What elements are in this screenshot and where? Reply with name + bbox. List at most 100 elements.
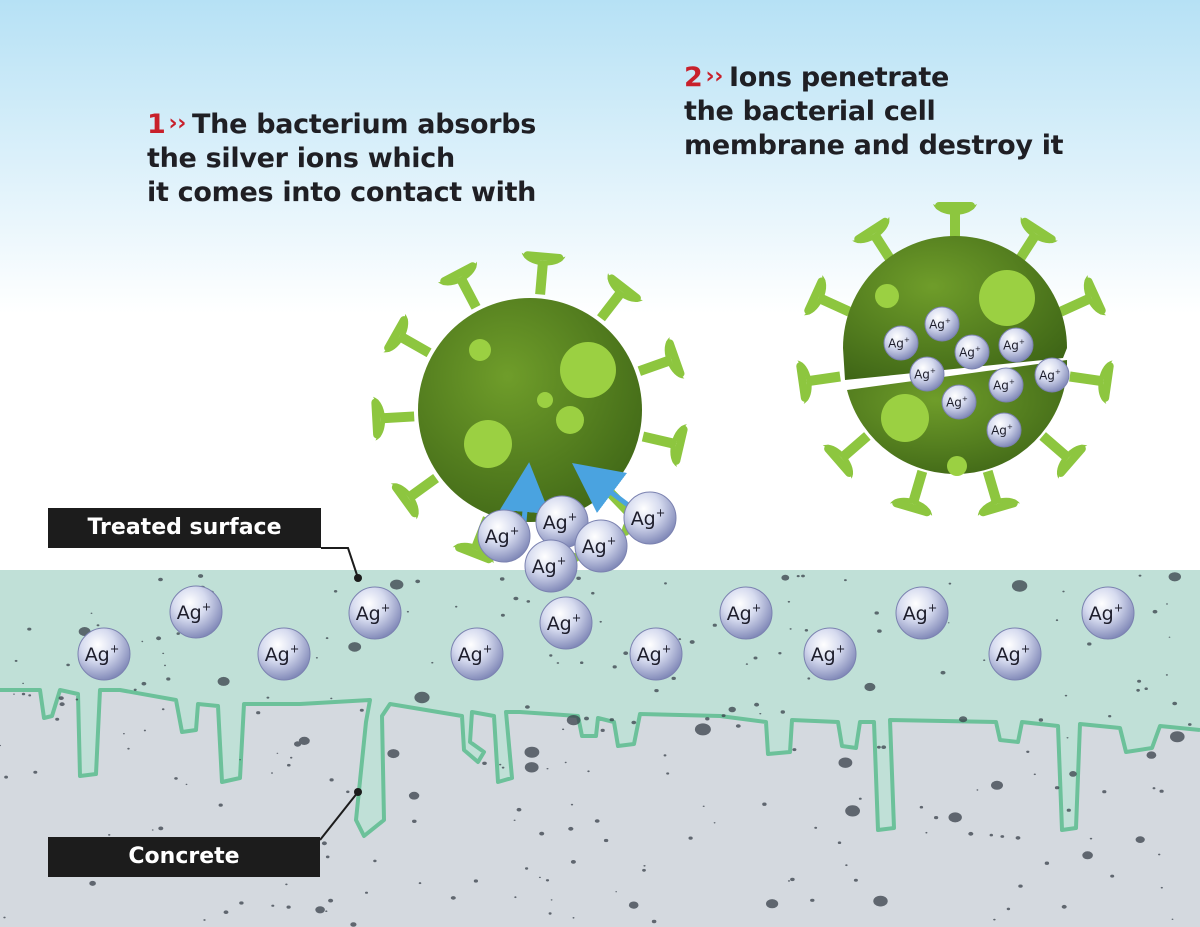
silver-ion: Ag+ (524, 539, 578, 593)
concrete-pore (948, 812, 962, 823)
silver-ion: Ag+ (998, 327, 1034, 363)
step-1-number: 1 (147, 109, 166, 140)
concrete-pore (702, 805, 705, 807)
concrete-pore (754, 702, 760, 707)
silver-ion: Ag+ (803, 627, 857, 681)
concrete-pore (329, 778, 334, 782)
bacterium-spot (537, 392, 553, 408)
step-1-text-line: The bacterium absorbs (192, 109, 537, 140)
concrete-pore (1015, 836, 1021, 840)
concrete-pore (787, 880, 791, 882)
silver-ion-label: Ag+ (177, 599, 212, 624)
concrete-pore (151, 829, 154, 831)
concrete-pore (1102, 790, 1107, 794)
concrete-pore (787, 600, 791, 603)
concrete-pore (600, 728, 605, 733)
concrete-pore (276, 752, 279, 754)
concrete-pore (550, 899, 553, 901)
concrete-pore (1062, 590, 1065, 593)
concrete-pore (694, 723, 711, 736)
concrete-pore (431, 661, 434, 664)
concrete-pore (1168, 636, 1171, 638)
step-2-text-line: Ions penetrate (729, 62, 949, 93)
silver-ion: Ag+ (257, 627, 311, 681)
concrete-pore (780, 710, 785, 714)
silver-ion: Ag+ (623, 491, 677, 545)
concrete-pore (185, 783, 188, 786)
concrete-pore (934, 816, 939, 820)
concrete-pore (239, 901, 244, 905)
silver-ion: Ag+ (1034, 357, 1070, 393)
concrete-pore (810, 898, 815, 902)
concrete-pore (141, 640, 144, 643)
concrete-pore (418, 882, 422, 885)
treated-surface-leader-dot (354, 574, 362, 582)
concrete-pore (412, 819, 417, 823)
concrete-pore (631, 720, 637, 725)
step-1-chevron-icon: ›› (168, 111, 187, 136)
concrete-pore (218, 803, 223, 807)
concrete-pore (1087, 642, 1092, 646)
silver-ion: Ag+ (77, 627, 131, 681)
bacterium-spot (979, 270, 1035, 326)
concrete-pore (792, 748, 797, 752)
concrete-pore (546, 768, 549, 770)
concrete-pore (161, 708, 165, 711)
concrete-pore (96, 624, 100, 627)
concrete-pore (373, 859, 377, 863)
silver-ion: Ag+ (477, 509, 531, 563)
concrete-pore (959, 716, 968, 723)
concrete-pore (947, 622, 950, 624)
concrete-pore (615, 891, 617, 893)
bacterium-spot (875, 284, 899, 308)
step-1-text-line: it comes into contact with (147, 177, 537, 208)
concrete-pore (223, 910, 229, 914)
concrete-pore (864, 682, 876, 692)
concrete-pore (1061, 904, 1067, 909)
concrete-pore (1168, 572, 1182, 582)
concrete-pore (705, 717, 710, 721)
concrete-pore (166, 677, 171, 681)
silver-ion: Ag+ (450, 627, 504, 681)
concrete-pore (1165, 674, 1168, 676)
concrete-pore (919, 805, 924, 809)
concrete-pore (789, 628, 792, 630)
concrete-pore (514, 896, 517, 899)
concrete-pore (539, 831, 545, 836)
concrete-pore (538, 876, 541, 879)
concrete-pore (1172, 701, 1178, 706)
concrete-pore (325, 855, 330, 859)
concrete-pore (570, 803, 574, 806)
concrete-pore (256, 711, 261, 715)
concrete-pore (482, 761, 487, 765)
concrete-pore (143, 729, 146, 732)
concrete-pore (1054, 786, 1060, 790)
concrete-pore (564, 761, 567, 764)
concrete-pore (350, 922, 357, 927)
concrete-pore (390, 579, 404, 590)
concrete-pore (141, 681, 147, 686)
concrete-pore (1018, 884, 1023, 888)
concrete-pore (572, 917, 575, 919)
concrete-pore (1158, 853, 1161, 856)
concrete-pore (814, 826, 818, 829)
concrete-pore (359, 708, 364, 712)
concrete-pore (330, 697, 333, 700)
concrete-pore (689, 640, 695, 644)
silver-ion: Ag+ (986, 412, 1022, 448)
silver-ion: Ag+ (1081, 586, 1135, 640)
concrete-pore (198, 574, 204, 578)
concrete-pore (881, 745, 887, 749)
treated-boundary-line (0, 688, 1200, 838)
concrete-pore (473, 879, 478, 883)
bacterium-spot (469, 339, 491, 361)
concrete-pore (0, 744, 1, 747)
silver-ion: Ag+ (629, 627, 683, 681)
concrete-pore (499, 763, 502, 766)
concrete-pore (599, 620, 602, 623)
concrete-pore (271, 772, 273, 774)
concrete-pore (587, 770, 590, 773)
concrete-pore (1006, 907, 1011, 911)
concrete-pore (271, 904, 275, 907)
